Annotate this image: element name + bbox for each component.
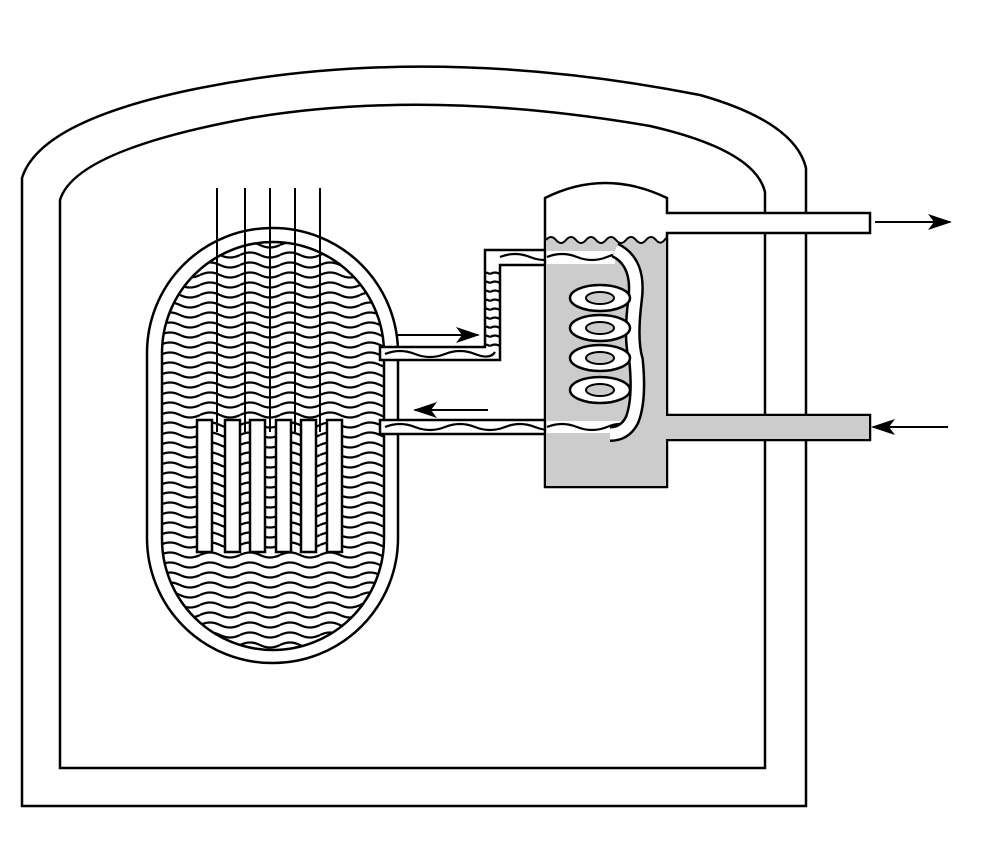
control-rods [216, 188, 321, 432]
heat-exchanger-coil [568, 242, 646, 442]
fuel-rods [195, 418, 344, 554]
reactor-vessel [145, 226, 400, 665]
